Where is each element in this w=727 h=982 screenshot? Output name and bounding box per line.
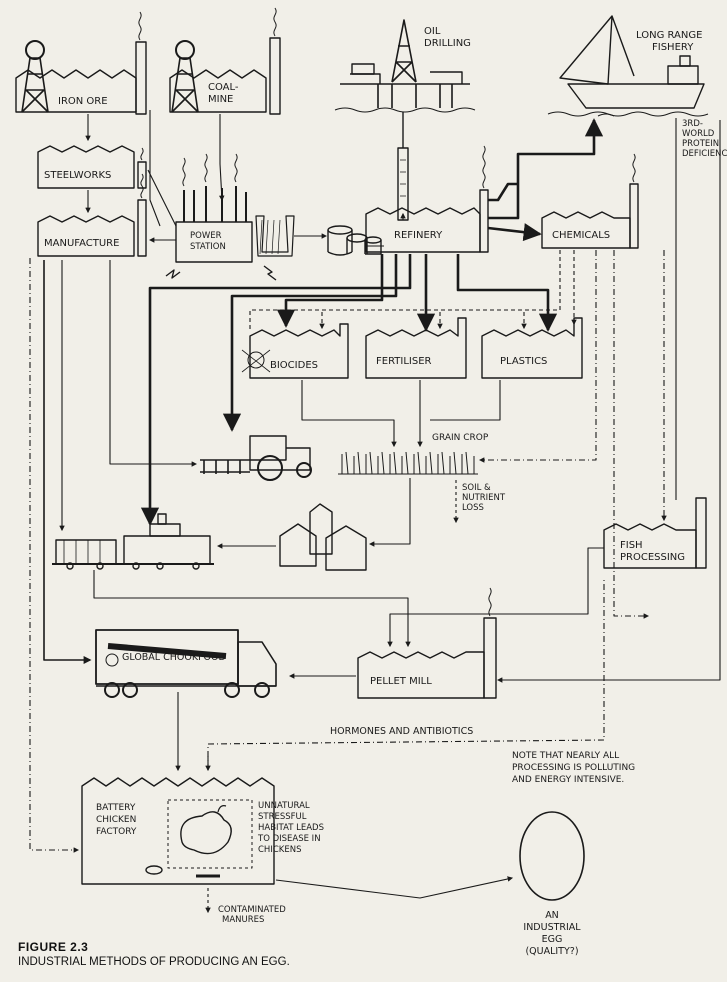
label-coal-mine-1: COAL- bbox=[208, 82, 239, 93]
label-coal-mine-2: MINE bbox=[208, 94, 233, 105]
label-steelworks: STEELWORKS bbox=[44, 170, 111, 181]
coal-mine-factory bbox=[169, 7, 281, 115]
label-manufacture: MANUFACTURE bbox=[44, 238, 119, 249]
iron-ore-factory bbox=[15, 11, 147, 115]
train-drawing bbox=[52, 513, 214, 570]
label-pellet-mill: PELLET MILL bbox=[370, 676, 432, 687]
label-fertiliser: FERTILISER bbox=[376, 356, 432, 367]
grain-crop-drawing bbox=[338, 451, 478, 475]
tractor-drawing bbox=[200, 435, 312, 481]
label-third-world: 3RD-WORLDPROTEINDEFICIENCY bbox=[682, 119, 727, 159]
grain-silos bbox=[279, 503, 367, 571]
label-refinery: REFINERY bbox=[394, 230, 443, 241]
label-biocides: BIOCIDES bbox=[270, 360, 318, 371]
fishing-boat-drawing bbox=[547, 15, 709, 117]
plastics-factory bbox=[481, 317, 583, 379]
energy-arrows bbox=[140, 118, 604, 526]
label-fishery-2: FISHERY bbox=[652, 42, 694, 53]
chookfood-truck bbox=[95, 629, 277, 698]
egg-drawing bbox=[519, 811, 585, 901]
label-oil-drilling-2: DRILLING bbox=[424, 38, 471, 49]
label-hormones: HORMONES AND ANTIBIOTICS bbox=[330, 726, 473, 737]
figure-number: FIGURE 2.3 bbox=[18, 940, 89, 954]
biocides-factory bbox=[241, 323, 349, 379]
label-plastics: PLASTICS bbox=[500, 356, 547, 367]
figure-caption: INDUSTRIAL METHODS OF PRODUCING AN EGG. bbox=[18, 956, 290, 968]
oil-drums bbox=[327, 225, 382, 256]
label-chemicals: CHEMICALS bbox=[552, 230, 610, 241]
label-grain-crop: GRAIN CROP bbox=[432, 433, 489, 443]
flow-lines bbox=[29, 110, 721, 914]
battery-chicken-factory bbox=[81, 777, 275, 885]
oil-rig-drawing bbox=[334, 19, 476, 221]
label-global-chookfood: GLOBAL CHOOKFOOD bbox=[122, 652, 226, 663]
power-station bbox=[175, 153, 295, 263]
refinery-factory bbox=[365, 145, 489, 253]
fish-processing-factory bbox=[603, 497, 707, 569]
manufacture-factory bbox=[37, 173, 147, 257]
label-oil-drilling-1: OIL bbox=[424, 26, 441, 37]
steelworks-factory bbox=[37, 145, 147, 189]
chemicals-factory bbox=[541, 153, 639, 249]
pellet-mill-factory bbox=[357, 587, 497, 699]
label-iron-ore: IRON ORE bbox=[58, 96, 108, 107]
fertiliser-factory bbox=[365, 317, 467, 379]
label-fishery-1: LONG RANGE bbox=[636, 30, 702, 41]
